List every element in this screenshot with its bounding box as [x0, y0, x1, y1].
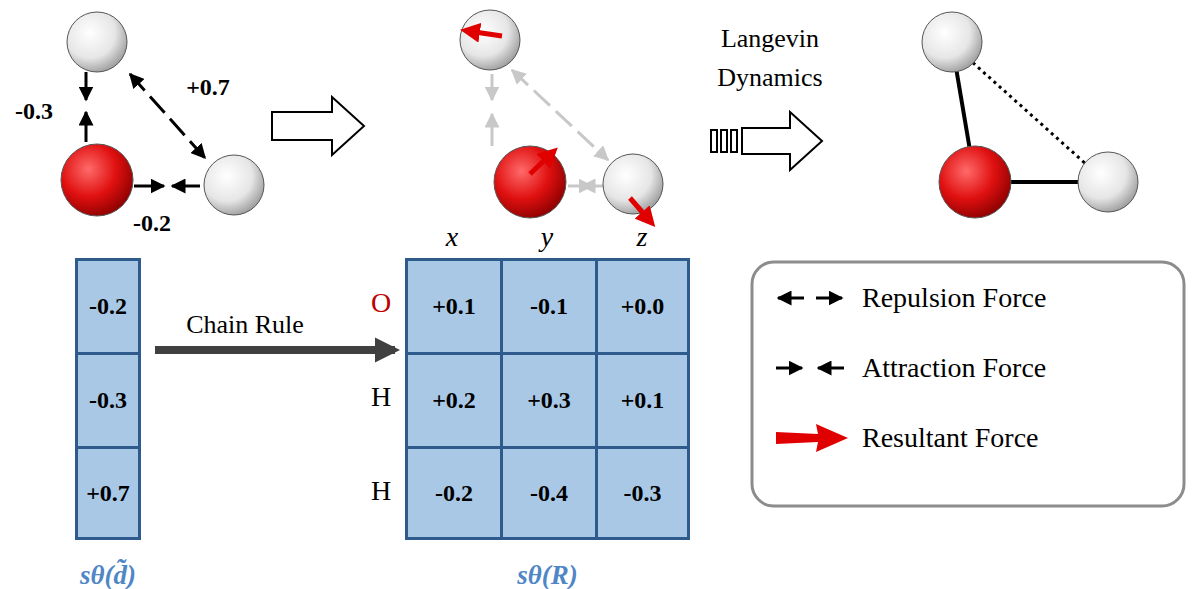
matrix-cell: +0.7 — [75, 446, 141, 540]
vector-caption: sθ(R) — [517, 560, 578, 589]
vector-caption: sθ(d̃) — [80, 560, 136, 589]
matrix-cell: +0.3 — [500, 352, 598, 449]
matrix-cell: +0.0 — [595, 258, 690, 355]
force-value: -0.2 — [133, 210, 171, 238]
atoms — [922, 12, 1138, 218]
axis-header: x — [446, 221, 458, 253]
matrix-cell: -0.2 — [405, 446, 503, 540]
force-value: -0.3 — [15, 98, 53, 126]
matrix-cell: -0.4 — [500, 446, 598, 540]
atoms — [61, 12, 264, 216]
legend-frame — [752, 262, 1184, 506]
matrix-cell: -0.1 — [500, 258, 598, 355]
matrix-cell: -0.2 — [75, 258, 141, 355]
matrix-cell: +0.1 — [595, 352, 690, 449]
score-matrix: +0.1-0.1+0.0+0.2+0.3+0.1-0.2-0.4-0.3sθ(R… — [405, 258, 690, 540]
atoms — [460, 10, 663, 218]
striped-hollow-arrow — [711, 112, 822, 170]
matrix-cell: +0.2 — [405, 352, 503, 449]
matrix-cell: -0.3 — [595, 446, 690, 540]
legend-text: Attraction Force — [862, 352, 1046, 384]
matrix-cell: -0.3 — [75, 352, 141, 449]
matrix-cell: +0.1 — [405, 258, 503, 355]
axis-header: y — [541, 221, 553, 253]
legend-text: Repulsion Force — [862, 282, 1046, 314]
edge-label: Chain Rule — [186, 310, 304, 340]
force-value: +0.7 — [186, 74, 230, 102]
process-label: Langevin Dynamics — [700, 19, 840, 97]
legend-text: Resultant Force — [862, 422, 1039, 454]
atom-label: O — [371, 287, 391, 319]
resultant-arrows — [468, 31, 650, 221]
legend-samples — [776, 298, 844, 368]
hollow-arrow — [272, 97, 364, 155]
legend-sample-resultant — [776, 424, 848, 452]
chain-rule-arrow — [155, 346, 395, 354]
atom-label: H — [371, 381, 391, 413]
axis-header: z — [637, 221, 648, 253]
score-matrix: -0.2-0.3+0.7sθ(d̃) — [75, 258, 141, 540]
atom-label: H — [371, 475, 391, 507]
